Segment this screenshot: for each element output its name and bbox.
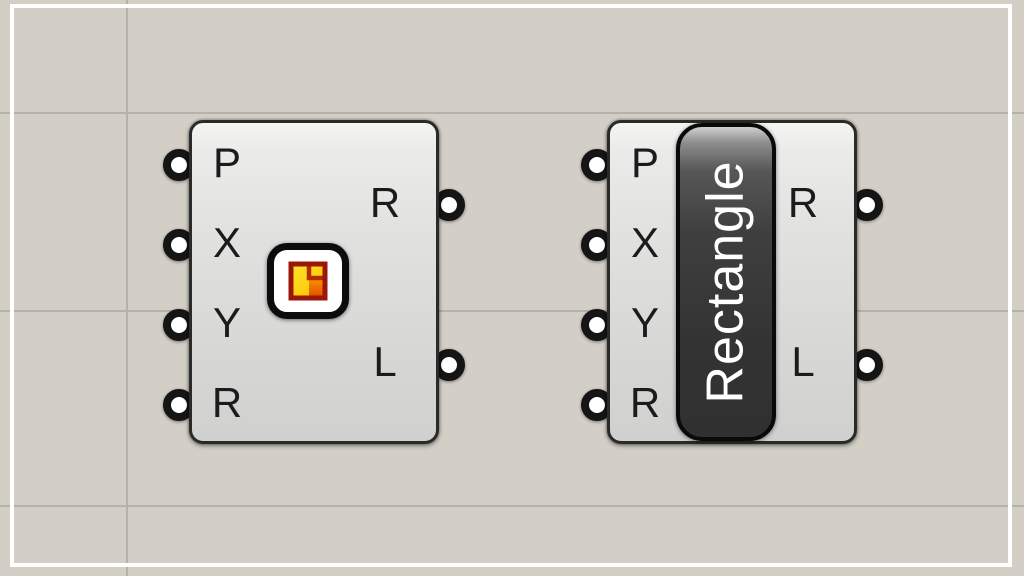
output-label-r[interactable]: R <box>369 179 401 226</box>
input-label-y[interactable]: Y <box>212 299 241 346</box>
output-label-l[interactable]: L <box>373 338 397 385</box>
rectangle-icon-glyph <box>288 261 328 301</box>
component-name-capsule[interactable]: Rectangle <box>676 123 776 441</box>
grid-line-vertical-1 <box>126 0 128 576</box>
component-rectangle-icon-mode[interactable]: P X Y R R L <box>163 120 465 444</box>
component-rectangle-text-mode[interactable]: P X Y R R L Rectangle <box>581 120 883 444</box>
input-label-r[interactable]: R <box>629 379 661 426</box>
output-label-l[interactable]: L <box>791 338 815 385</box>
input-label-p[interactable]: P <box>630 139 659 186</box>
component-title: Rectangle <box>697 160 755 404</box>
canvas-frame <box>10 4 1012 567</box>
input-label-y[interactable]: Y <box>630 299 659 346</box>
input-label-x[interactable]: X <box>212 219 241 266</box>
grid-line-horizontal-2 <box>0 310 1024 312</box>
output-label-r[interactable]: R <box>787 179 819 226</box>
grid-line-horizontal-1 <box>0 112 1024 114</box>
input-label-p[interactable]: P <box>212 139 241 186</box>
rectangle-icon[interactable] <box>267 243 349 319</box>
input-label-r[interactable]: R <box>211 379 243 426</box>
input-label-x[interactable]: X <box>630 219 659 266</box>
grid-line-horizontal-3 <box>0 505 1024 507</box>
